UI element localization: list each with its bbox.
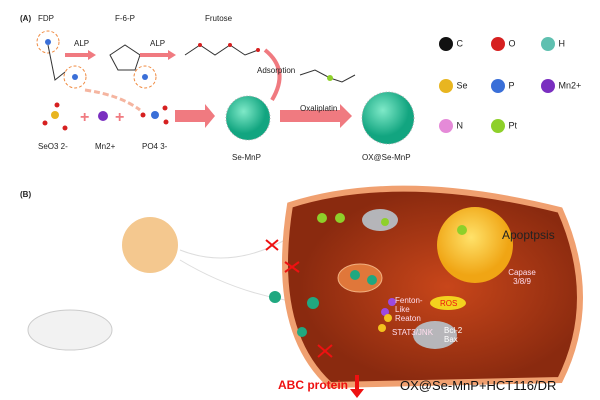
- legend-label: O: [508, 38, 516, 49]
- se-mnp-label: Se-MnP: [232, 153, 261, 162]
- caption: OX@Se-MnP+HCT116/DR: [400, 378, 557, 393]
- selenium-swatch-icon: [439, 79, 453, 93]
- po4-molecule: [140, 105, 169, 125]
- mouse: [27, 309, 113, 351]
- legend-label: N: [456, 120, 464, 131]
- abc-protein-label: ABC protein: [278, 378, 348, 392]
- nitrogen-swatch-icon: [439, 119, 453, 133]
- plus-icon: +: [80, 109, 89, 126]
- tumor-cluster: [122, 217, 178, 273]
- adsorption-arrow: [263, 48, 282, 102]
- legend-item: N: [438, 118, 463, 134]
- apoptosis-label: Apoptpsis: [502, 228, 555, 242]
- legend-item: Mn2+: [540, 78, 581, 94]
- frutose-label: Frutose: [205, 14, 233, 23]
- adsorption-label: Adsorption: [257, 66, 296, 75]
- blocked-transporter-icons: [265, 239, 333, 358]
- mn-ion: [98, 111, 108, 121]
- manganese-swatch-icon: [541, 79, 555, 93]
- mn-label: Mn2+: [95, 142, 116, 151]
- po4-label: PO4 3-: [142, 142, 168, 151]
- legend-label: C: [456, 38, 464, 49]
- alp-arrows: [65, 50, 176, 60]
- down-arrow: [355, 375, 359, 389]
- ros-badge: [430, 296, 466, 310]
- oxygen-swatch-icon: [491, 37, 505, 51]
- legend-item: P: [490, 78, 515, 94]
- frutose-molecule: [184, 43, 260, 56]
- legend-label: Mn2+: [558, 80, 582, 91]
- alp-label: ALP: [150, 39, 166, 48]
- legend-item: Se: [438, 78, 468, 94]
- seo3-molecule: [42, 102, 68, 131]
- plus-icon: +: [115, 109, 124, 126]
- legend-label: Pt: [508, 120, 518, 131]
- panel-a-label: (A): [20, 14, 32, 23]
- ox-se-mnp-label: OX@Se-MnP: [362, 153, 411, 162]
- stat-label: STAT3/JNK: [392, 328, 434, 337]
- carbon-swatch-icon: [439, 37, 453, 51]
- panel-b-label: (B): [20, 190, 32, 199]
- legend-item: Pt: [490, 118, 517, 134]
- fdp-molecule: [36, 30, 87, 89]
- lysosome: [337, 263, 383, 293]
- f6p-label: F-6-P: [115, 14, 135, 23]
- ox-se-mnp-particle: [361, 91, 415, 145]
- hydrogen-swatch-icon: [541, 37, 555, 51]
- legend-label: H: [558, 38, 566, 49]
- f6p-molecule: [109, 44, 157, 89]
- arrow: [175, 104, 215, 128]
- nucleus: [437, 207, 513, 283]
- legend-item: C: [438, 36, 463, 52]
- phosphorus-swatch-icon: [491, 79, 505, 93]
- arrow: [280, 104, 352, 128]
- legend-item: O: [490, 36, 516, 52]
- oxaliplatin-molecule: [299, 69, 356, 83]
- seo3-label: SeO3 2-: [38, 142, 68, 151]
- legend-label: Se: [456, 80, 468, 91]
- dashed-arrow: [84, 88, 141, 112]
- oxaliplatin-label: Oxaliplatin: [300, 104, 338, 113]
- ros-label: ROS: [440, 299, 458, 308]
- se-mnp-particle: [225, 95, 271, 141]
- vessels: [179, 239, 286, 301]
- alp-label: ALP: [74, 39, 90, 48]
- legend-label: P: [508, 80, 515, 91]
- legend-item: H: [540, 36, 565, 52]
- fenton-label: Fenton-Like Reaton: [395, 296, 423, 323]
- bcl-bax-label: Bcl-2 Bax: [444, 326, 463, 344]
- fdp-label: FDP: [38, 14, 54, 23]
- mitochondria: [413, 321, 457, 349]
- capase-label: Capase 3/8/9: [508, 268, 536, 286]
- protein-complex: [362, 209, 398, 231]
- platinum-swatch-icon: [491, 119, 505, 133]
